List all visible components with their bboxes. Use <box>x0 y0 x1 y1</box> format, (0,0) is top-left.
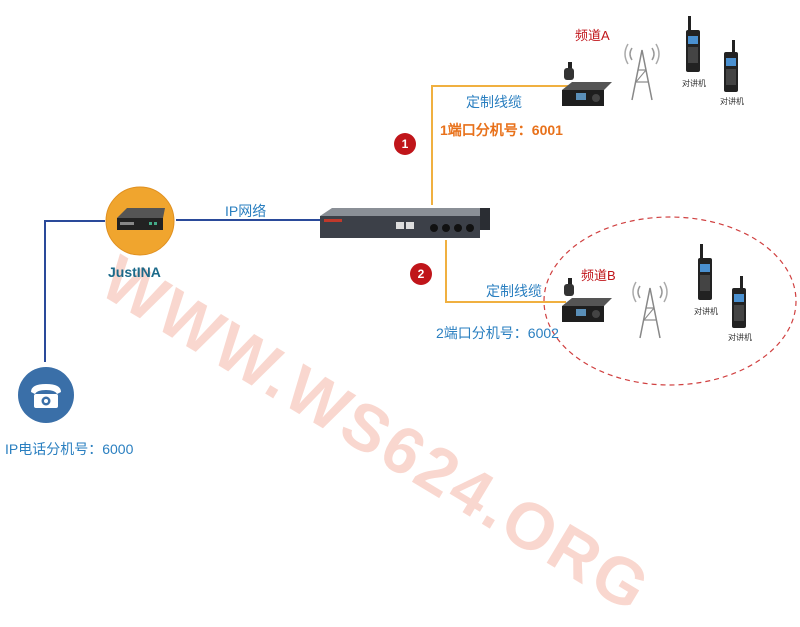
radio-base-icon <box>562 278 612 322</box>
walkie-talkie-a2-label: 对讲机 <box>720 97 744 106</box>
channel-b-label: 频道B <box>581 268 616 283</box>
walkie-talkie-icon <box>686 16 700 72</box>
rack-device[interactable] <box>318 206 490 240</box>
tower-a <box>622 40 662 102</box>
port1-badge: 1 <box>394 133 416 155</box>
connection-lines <box>44 85 797 386</box>
rack-device-icon <box>320 208 490 238</box>
phone-link-line <box>44 220 105 362</box>
gateway-node[interactable] <box>105 186 175 256</box>
walkie-talkie-a1-label: 对讲机 <box>682 79 706 88</box>
phone-node[interactable] <box>17 366 75 424</box>
walkie-talkie-icon <box>698 244 712 300</box>
channel-b-ellipse <box>543 216 797 386</box>
router-icon <box>105 186 175 256</box>
walkie-talkie-b2 <box>730 276 748 330</box>
walkie-talkie-icon <box>724 40 738 92</box>
tower-b <box>630 278 670 340</box>
walkie-talkie-icon <box>732 276 746 328</box>
tower-icon <box>624 43 660 101</box>
ip-network-label: IP网络 <box>225 203 267 219</box>
walkie-talkie-b1-label: 对讲机 <box>694 307 718 316</box>
port1-cable-label: 定制线缆 <box>466 94 522 110</box>
radio-base-icon <box>562 62 612 106</box>
port1-extension-label: 1端口分机号：6001 <box>440 122 563 138</box>
radio-base-a[interactable] <box>558 60 614 110</box>
walkie-talkie-b2-label: 对讲机 <box>728 333 752 342</box>
walkie-talkie-a2 <box>722 40 740 94</box>
channel-a-label: 频道A <box>575 28 610 43</box>
walkie-talkie-a1 <box>684 16 702 74</box>
radio-base-b[interactable] <box>558 276 614 326</box>
port2-badge: 2 <box>410 263 432 285</box>
port2-extension-label: 2端口分机号：6002 <box>436 325 559 341</box>
phone-label: IP电话分机号：6000 <box>5 441 134 457</box>
port2-cable-line <box>445 240 566 303</box>
port1-cable-line <box>431 85 568 205</box>
port2-cable-label: 定制线缆 <box>486 283 542 299</box>
telephone-icon <box>18 367 74 423</box>
tower-icon <box>632 281 668 339</box>
gateway-label: JustINA <box>108 264 161 280</box>
walkie-talkie-b1 <box>696 244 714 302</box>
